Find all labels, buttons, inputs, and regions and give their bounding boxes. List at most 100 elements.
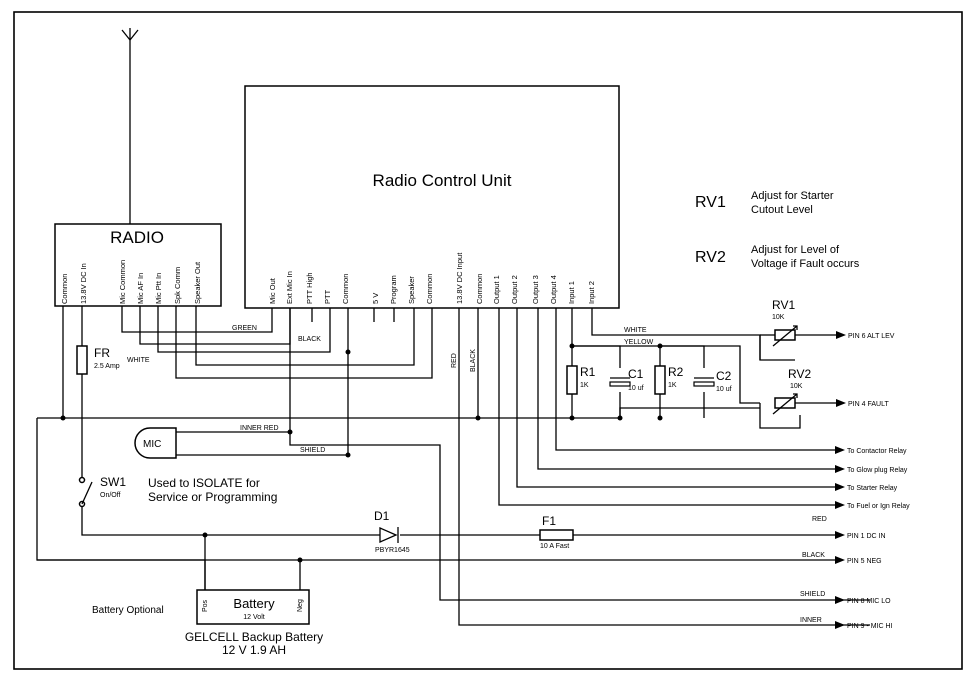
- connector-contactor: To Contactor Relay: [847, 448, 907, 455]
- battery-box: [196, 589, 310, 625]
- arrow-pin4: [836, 399, 846, 407]
- isolate-note-line2: Service or Programming: [148, 490, 277, 504]
- resistor-r1-label: R1: [580, 365, 596, 379]
- pot-rv2-value: 10K: [790, 383, 803, 390]
- connector-fuel: To Fuel or Ign Relay: [847, 503, 910, 510]
- capacitor-c1-value: 10 uf: [628, 385, 644, 392]
- pot-rv1-label: RV1: [772, 298, 795, 312]
- battery-pos-label: Pos: [202, 599, 209, 612]
- wire-label-black: BLACK: [298, 336, 321, 343]
- note-rv2-line1: Adjust for Level of: [751, 244, 840, 256]
- resistor-r1-symbol: [566, 365, 578, 395]
- rcu-pin-common-2: Common: [425, 274, 434, 304]
- rcu-pin-output-3: Output 3: [531, 275, 540, 304]
- battery-caption-1: GELCELL Backup Battery: [185, 630, 323, 644]
- radio-pin-speaker-out: Speaker Out: [193, 261, 202, 304]
- pot-rv1-value: 10K: [772, 314, 785, 321]
- capacitor-c2-symbol: [693, 377, 715, 387]
- resistor-r2-value: 1K: [668, 382, 677, 389]
- rcu-pin-ext-mic-in: Ext Mic In: [285, 271, 294, 304]
- wire-label-white-rv: WHITE: [624, 327, 647, 334]
- radio-pin-13v8-dc-in: 13.8V DC In: [79, 263, 88, 304]
- radio-control-unit-box: [244, 85, 620, 309]
- connector-arrows: [830, 331, 846, 629]
- wire-label-inner-red: INNER RED: [240, 425, 279, 432]
- capacitor-c2-label: C2: [716, 369, 732, 383]
- pot-rv2-label: RV2: [788, 367, 811, 381]
- rcu-pin-speaker: Speaker: [407, 276, 416, 304]
- connector-pin6: PIN 6 ALT LEV: [848, 333, 895, 340]
- rcu-pin-output-4: Output 4: [549, 275, 558, 304]
- arrow-starter: [835, 483, 845, 491]
- note-rv2-line2: Voltage if Fault occurs: [751, 258, 860, 270]
- wire-label-black-2: BLACK: [470, 349, 477, 372]
- radio-title: RADIO: [110, 228, 164, 247]
- arrow-pin8: [835, 596, 845, 604]
- rcu-pin-5v: 5 V: [371, 293, 380, 304]
- battery-voltage: 12 Volt: [243, 614, 264, 621]
- capacitor-c1-symbol: [609, 377, 631, 387]
- wire-label-shield: SHIELD: [300, 447, 325, 454]
- wire-label-yellow: YELLOW: [624, 339, 654, 346]
- rcu-pin-13v8-input: 13.8V DC Input: [455, 252, 464, 304]
- battery-optional-label: Battery Optional: [92, 605, 164, 616]
- rcu-pin-labels: Mic Out Ext Mic In PTT High PTT Common 5…: [268, 252, 596, 304]
- rcu-pin-input-2: Input 2: [587, 281, 596, 304]
- radio-pin-spk-comm: Spk Comm: [173, 267, 182, 304]
- connector-pin9: PIN 9 - MIC HI: [847, 623, 893, 630]
- note-rv1-label: RV1: [695, 194, 726, 211]
- radio-box: [54, 223, 222, 307]
- wire-label-green: GREEN: [232, 325, 257, 332]
- resistor-r1-value: 1K: [580, 382, 589, 389]
- connector-pin1: PIN 1 DC IN: [847, 533, 886, 540]
- rcu-title: Radio Control Unit: [373, 171, 512, 190]
- fuse-fr-label: FR: [94, 346, 110, 360]
- rcu-pin-output-2: Output 2: [510, 275, 519, 304]
- connector-red-label: RED: [812, 516, 827, 523]
- rcu-pin-ptt: PTT: [323, 289, 332, 304]
- fuse-f1-symbol: [539, 529, 574, 541]
- resistor-r2-label: R2: [668, 365, 684, 379]
- note-rv1-line1: Adjust for Starter: [751, 190, 834, 202]
- radio-pin-mic-common: Mic Common: [118, 260, 127, 304]
- diode-d1-symbol: [379, 527, 399, 543]
- capacitor-c2-value: 10 uf: [716, 386, 732, 393]
- wiring: [36, 306, 870, 626]
- radio-pin-mic-ptt-in: Mic Ptt In: [154, 273, 163, 304]
- fuse-fr-value: 2.5 Amp: [94, 363, 120, 370]
- rcu-pin-output-1: Output 1: [492, 275, 501, 304]
- note-rv1-line2: Cutout Level: [751, 204, 813, 216]
- connector-black-label: BLACK: [802, 552, 825, 559]
- resistor-r2-symbol: [654, 365, 666, 395]
- arrow-contactor: [835, 446, 845, 454]
- connector-pin5: PIN 5 NEG: [847, 558, 882, 565]
- rcu-pin-common-3: Common: [475, 274, 484, 304]
- antenna-icon: [121, 28, 139, 224]
- connector-glow: To Glow plug Relay: [847, 467, 908, 474]
- mic-symbol: [134, 427, 177, 459]
- arrow-glow: [835, 465, 845, 473]
- isolate-note-line1: Used to ISOLATE for: [148, 476, 260, 490]
- wire-label-red: RED: [451, 353, 458, 368]
- fuse-fr-symbol: [76, 345, 88, 375]
- capacitor-c1-label: C1: [628, 367, 644, 381]
- pot-rv2-symbol: [772, 393, 798, 415]
- connector-pin4: PIN 4 FAULT: [848, 401, 889, 408]
- switch-sw1-sub: On/Off: [100, 492, 121, 499]
- rcu-pin-ptt-high: PTT High: [305, 272, 314, 304]
- arrow-pin9: [835, 621, 845, 629]
- rcu-pin-mic-out: Mic Out: [268, 277, 277, 304]
- radio-pin-labels: Common 13.8V DC In Mic Common Mic AF In …: [60, 260, 202, 304]
- battery-caption-2: 12 V 1.9 AH: [222, 643, 286, 657]
- rcu-pin-common-1: Common: [341, 274, 350, 304]
- battery-neg-label: Neg: [297, 599, 304, 612]
- arrow-pin5: [835, 556, 845, 564]
- arrow-pin1: [835, 531, 845, 539]
- connector-inner-label: INNER: [800, 617, 822, 624]
- fuse-f1-label: F1: [542, 514, 556, 528]
- rcu-pin-input-1: Input 1: [567, 281, 576, 304]
- connector-pin8: PIN 8 MIC LO: [847, 598, 891, 605]
- arrow-pin6: [836, 331, 846, 339]
- connector-starter: To Starter Relay: [847, 485, 898, 492]
- wire-label-white: WHITE: [127, 357, 150, 364]
